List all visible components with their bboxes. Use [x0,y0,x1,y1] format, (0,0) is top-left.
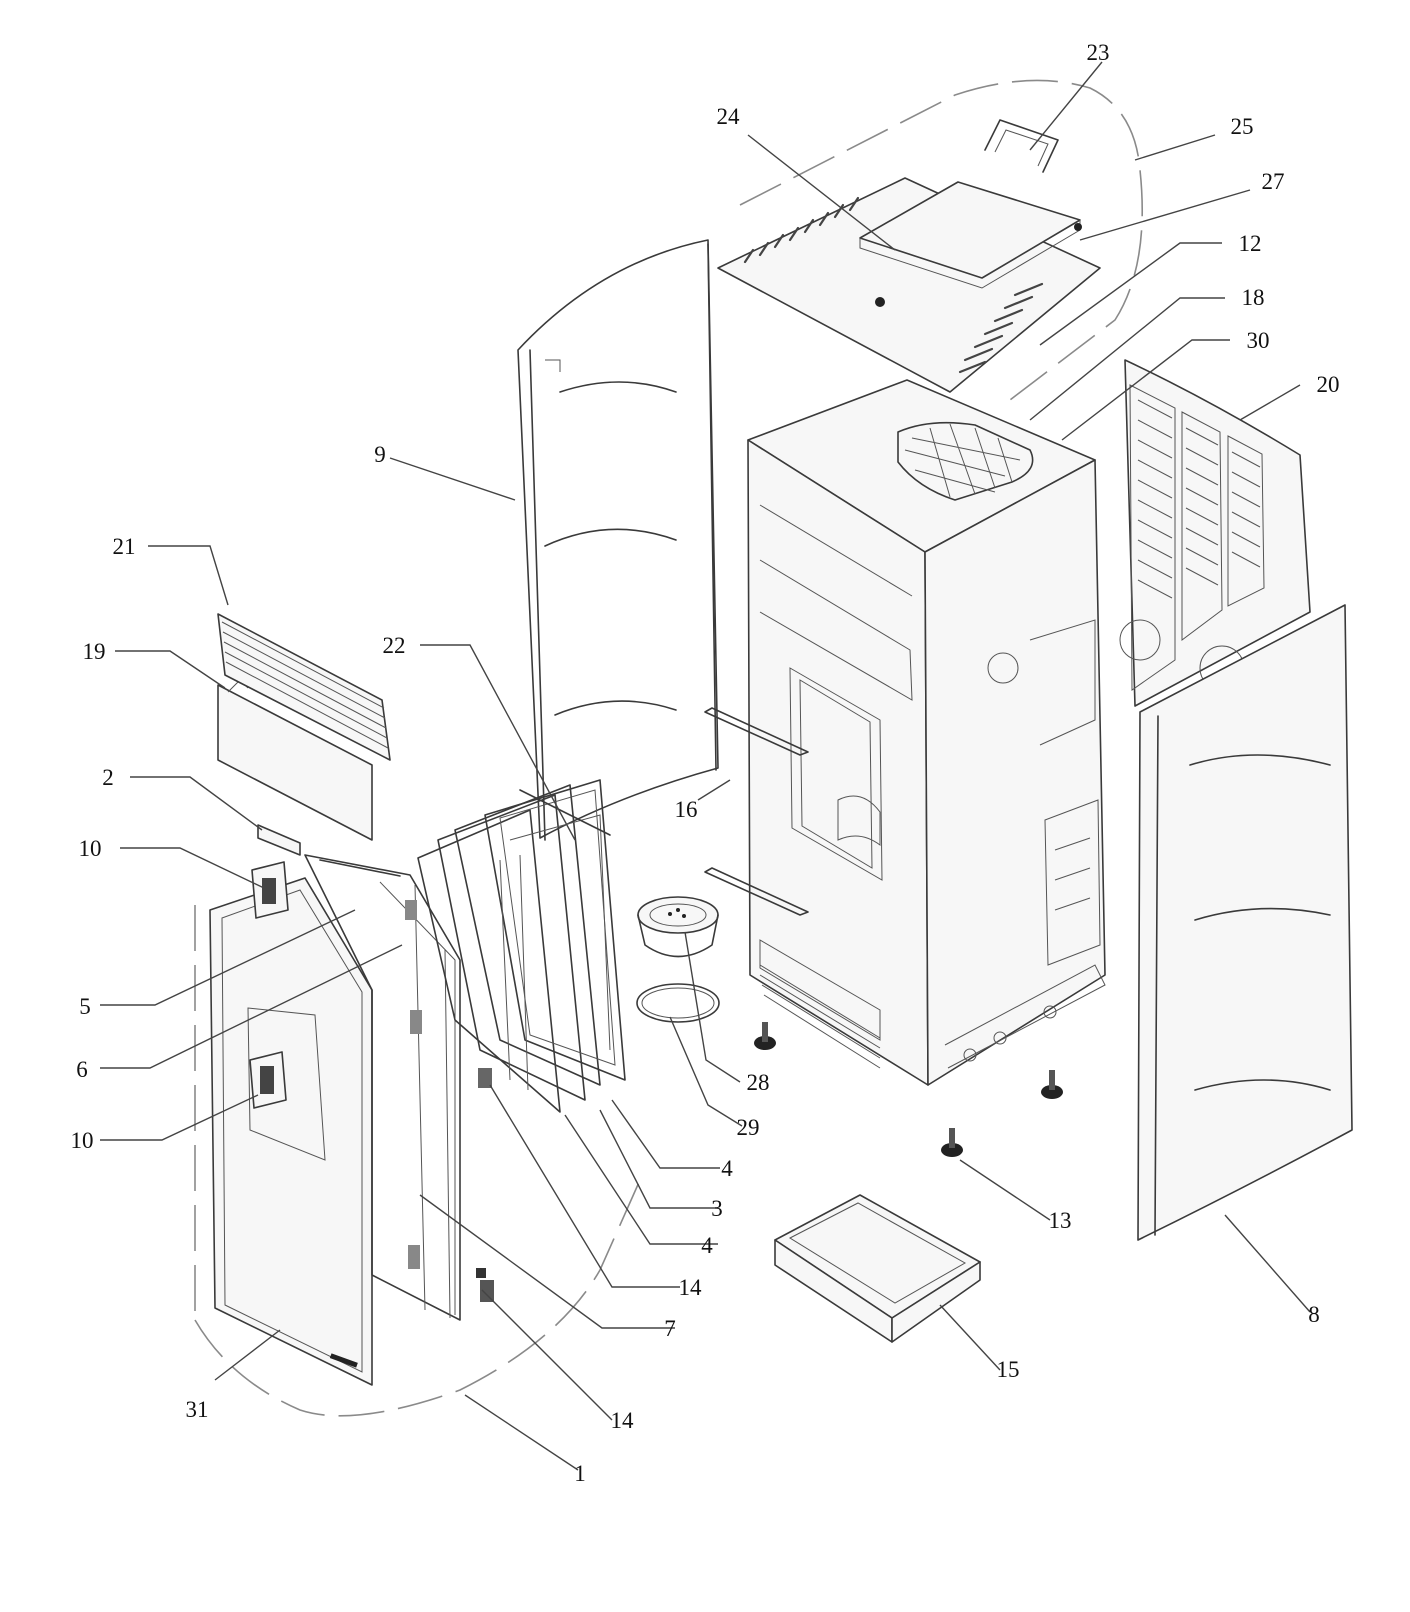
callout-10-upper: 10 [79,836,102,861]
callout-24: 24 [717,104,741,129]
burn-pot [637,896,719,958]
callout-14-upper: 14 [679,1275,703,1300]
left-side-panel [517,239,719,841]
callout-29: 29 [737,1115,760,1140]
top-panel-slots [743,196,1044,374]
rear-vented-panel [1119,359,1311,707]
stove-main-body [747,379,1106,1086]
callout-31: 31 [186,1397,209,1422]
lid-handle [984,119,1059,173]
callout-21: 21 [113,534,136,559]
callout-19: 19 [83,639,106,664]
callout-8: 8 [1308,1302,1320,1327]
callout-30: 30 [1247,328,1270,353]
callout-18: 18 [1242,285,1265,310]
leader-lines [100,61,1311,1471]
callout-23: 23 [1087,40,1110,65]
callout-4-lower: 4 [701,1233,713,1258]
callout-9: 9 [374,442,386,467]
callout-4-upper: 4 [721,1156,733,1181]
top-cover-outline [739,79,1144,401]
hopper-lid [859,181,1082,289]
callout-1: 1 [574,1461,586,1486]
side-brackets [704,707,809,916]
callout-6: 6 [76,1057,88,1082]
hopper-grid [897,421,1034,501]
ash-drawer [774,1194,981,1343]
callout-7: 7 [664,1316,676,1341]
right-side-panel [1137,604,1353,1241]
callout-5: 5 [79,994,91,1019]
door-latch-parts [249,861,289,1109]
callout-25: 25 [1231,114,1254,139]
callout-10-lower: 10 [71,1128,94,1153]
callout-15: 15 [997,1357,1020,1382]
callout-labels: 23 24 25 27 12 18 30 20 9 21 22 19 2 16 … [71,40,1340,1486]
door-assembly [194,779,641,1417]
callout-28: 28 [747,1070,770,1095]
callout-3: 3 [711,1196,723,1221]
callout-16: 16 [675,797,698,822]
adjustable-feet [754,1022,1063,1157]
top-bracket [257,824,301,856]
callout-13: 13 [1049,1208,1072,1233]
burn-pot-gasket [636,983,720,1023]
front-grille [217,613,391,761]
callout-27: 27 [1262,169,1285,194]
callout-22: 22 [383,633,406,658]
callout-12: 12 [1239,231,1262,256]
rear-panel-vent-lines [1129,384,1265,691]
callout-2: 2 [102,765,114,790]
callout-14-lower: 14 [611,1408,635,1433]
callout-20: 20 [1317,372,1340,397]
